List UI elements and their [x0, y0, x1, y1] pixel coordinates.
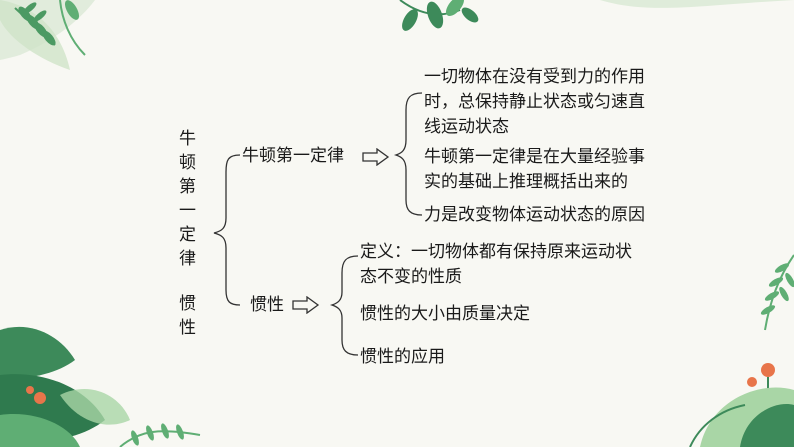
root-title-char: 顿 — [179, 153, 196, 173]
point-line: 定义：一切物体都有保持原来运动状 — [360, 242, 632, 262]
point-line: 一切物体在没有受到力的作用 — [424, 67, 645, 87]
point-line: 态不变的性质 — [360, 267, 462, 287]
point-line: 时，总保持静止状态或匀速直 — [424, 92, 645, 112]
root-title-char: 定 — [179, 225, 196, 245]
arrow-right-icon — [362, 148, 390, 166]
inertia-title-char: 惯 — [179, 294, 196, 314]
root-title-char: 第 — [179, 177, 196, 197]
point-line: 实的基础上推理概括出来的 — [424, 172, 628, 192]
root-title-char: 一 — [179, 201, 196, 221]
point-line: 惯性的大小由质量决定 — [360, 304, 530, 324]
root-title-char: 律 — [179, 249, 196, 269]
point-line: 力是改变物体运动状态的原因 — [424, 205, 645, 225]
arrow-right-icon — [292, 296, 320, 314]
point-line: 线运动状态 — [424, 117, 509, 137]
point-line: 惯性的应用 — [360, 347, 445, 367]
point-line: 牛顿第一定律是在大量经验事 — [424, 147, 645, 167]
inertia-title-char: 性 — [179, 318, 196, 338]
root-title-char: 牛 — [179, 129, 196, 149]
branch-newton-label: 牛顿第一定律 — [242, 146, 344, 166]
branch-inertia-label: 惯性 — [250, 295, 284, 315]
